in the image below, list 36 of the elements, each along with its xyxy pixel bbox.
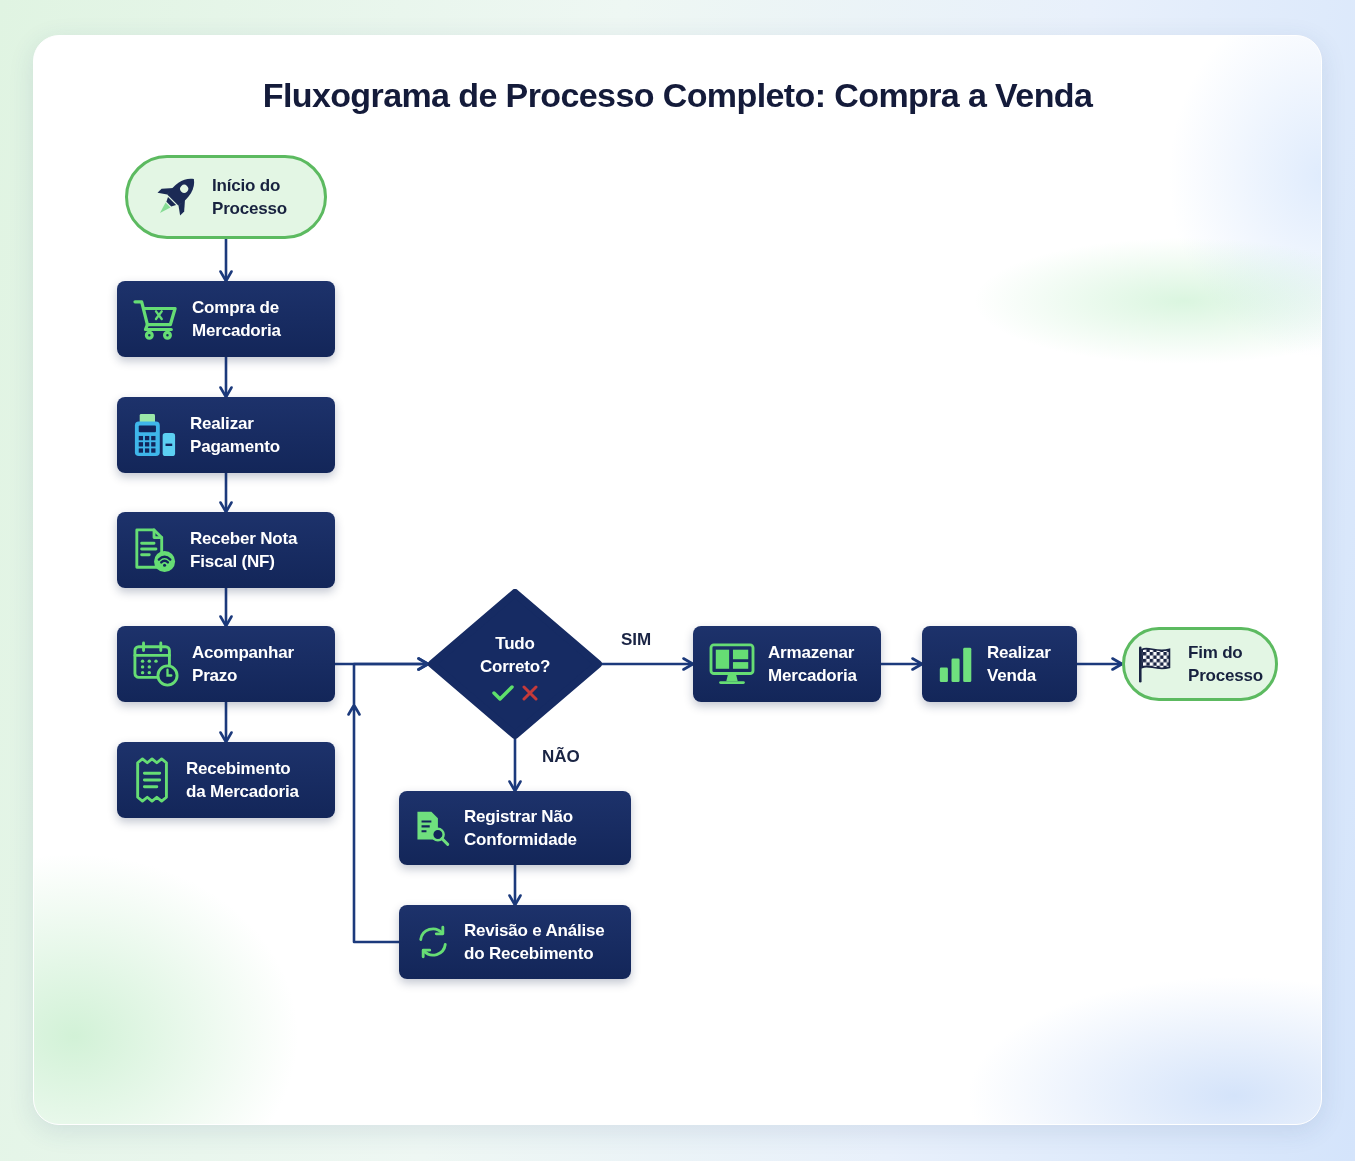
process-box (117, 281, 335, 357)
flow-arrow (1075, 657, 1124, 671)
flow-arrow (508, 737, 522, 793)
node-label: Armazenar Mercadoria (768, 642, 858, 687)
flow-arrow (508, 863, 522, 907)
flow-arrow (347, 657, 430, 944)
node-label: Tudo Correto? (478, 633, 552, 678)
process-box (117, 742, 335, 818)
node-label: Registrar Não Conformidade (464, 806, 578, 851)
node-label: Acompanhar Prazo (192, 642, 295, 687)
process-box (117, 397, 335, 473)
process-box (922, 626, 1077, 702)
node-label: Revisão e Análise do Recebimento (464, 920, 606, 965)
process-box (117, 512, 335, 588)
node-label: Receber Nota Fiscal (NF) (190, 528, 299, 573)
decision-diamond (428, 589, 602, 739)
node-label: Realizar Venda (987, 642, 1052, 687)
flow-arrow (219, 700, 233, 744)
edge-label: SIM (621, 629, 652, 651)
flow-arrow (219, 471, 233, 514)
node-label: Fim do Processo (1188, 642, 1264, 687)
node-label: Realizar Pagamento (190, 413, 281, 458)
process-box (399, 791, 631, 865)
flow-arrow (879, 657, 924, 671)
node-label: Compra de Mercadoria (192, 297, 282, 342)
process-box (117, 626, 335, 702)
flow-arrow (219, 586, 233, 628)
process-box (693, 626, 881, 702)
node-label: Início do Processo (212, 175, 288, 220)
edge-label: NÃO (542, 746, 580, 768)
flow-arrow (219, 237, 233, 283)
process-box (399, 905, 631, 979)
flow-arrow (219, 355, 233, 399)
flow-arrow (600, 657, 695, 671)
node-label: Recebimento da Mercadoria (186, 758, 300, 803)
diagram-title: Fluxograma de Processo Completo: Compra a Venda (262, 75, 1093, 116)
